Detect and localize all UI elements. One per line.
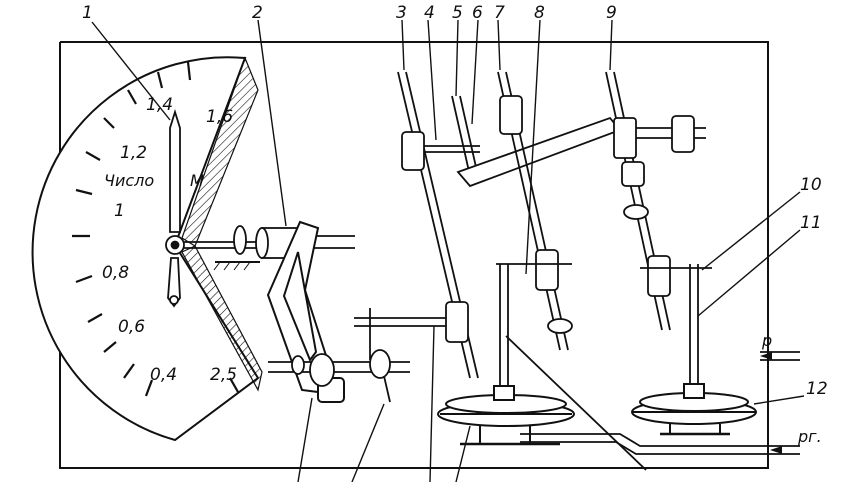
dial-label-1-6: 1,6 xyxy=(206,107,233,127)
input-label-p: p xyxy=(761,331,772,350)
callout-4: 4 xyxy=(424,3,435,23)
input-label-p-g: pг. xyxy=(797,427,822,446)
dial-label-1-2: 1,2 xyxy=(120,143,147,163)
callout-1: 1 xyxy=(82,3,93,23)
dial-label-1: 1 xyxy=(114,201,125,221)
pressure-arrows xyxy=(760,352,782,454)
dial-caption-letter: M xyxy=(190,171,204,190)
dial-caption-word: Число xyxy=(104,171,154,190)
dial-face xyxy=(31,56,263,442)
dial-label-0-6: 0,6 xyxy=(118,317,145,337)
bellows-left xyxy=(437,385,575,446)
dial-label-0-4: 0,4 xyxy=(150,365,177,385)
callout-8: 8 xyxy=(534,3,545,23)
dial-ticks xyxy=(72,61,239,397)
callout-2: 2 xyxy=(252,3,263,23)
callout-leaders xyxy=(91,19,805,482)
bellows-right xyxy=(631,383,757,436)
dial-label-0-8: 0,8 xyxy=(102,263,129,283)
dial-label-1-4: 1,4 xyxy=(146,95,173,115)
callout-11: 11 xyxy=(800,213,822,233)
callout-7: 7 xyxy=(494,3,505,23)
callout-10: 10 xyxy=(800,175,822,195)
callout-3: 3 xyxy=(396,3,407,23)
callout-6: 6 xyxy=(472,3,483,23)
pressure-lines xyxy=(520,351,800,455)
callout-5: 5 xyxy=(452,3,463,23)
callout-12: 12 xyxy=(806,379,828,399)
linkage-rods xyxy=(397,71,712,471)
dial-pointer xyxy=(165,108,185,308)
dial-label-2-5: 2,5 xyxy=(210,365,237,385)
callout-9: 9 xyxy=(606,3,617,23)
pointer-shaft xyxy=(184,225,355,271)
